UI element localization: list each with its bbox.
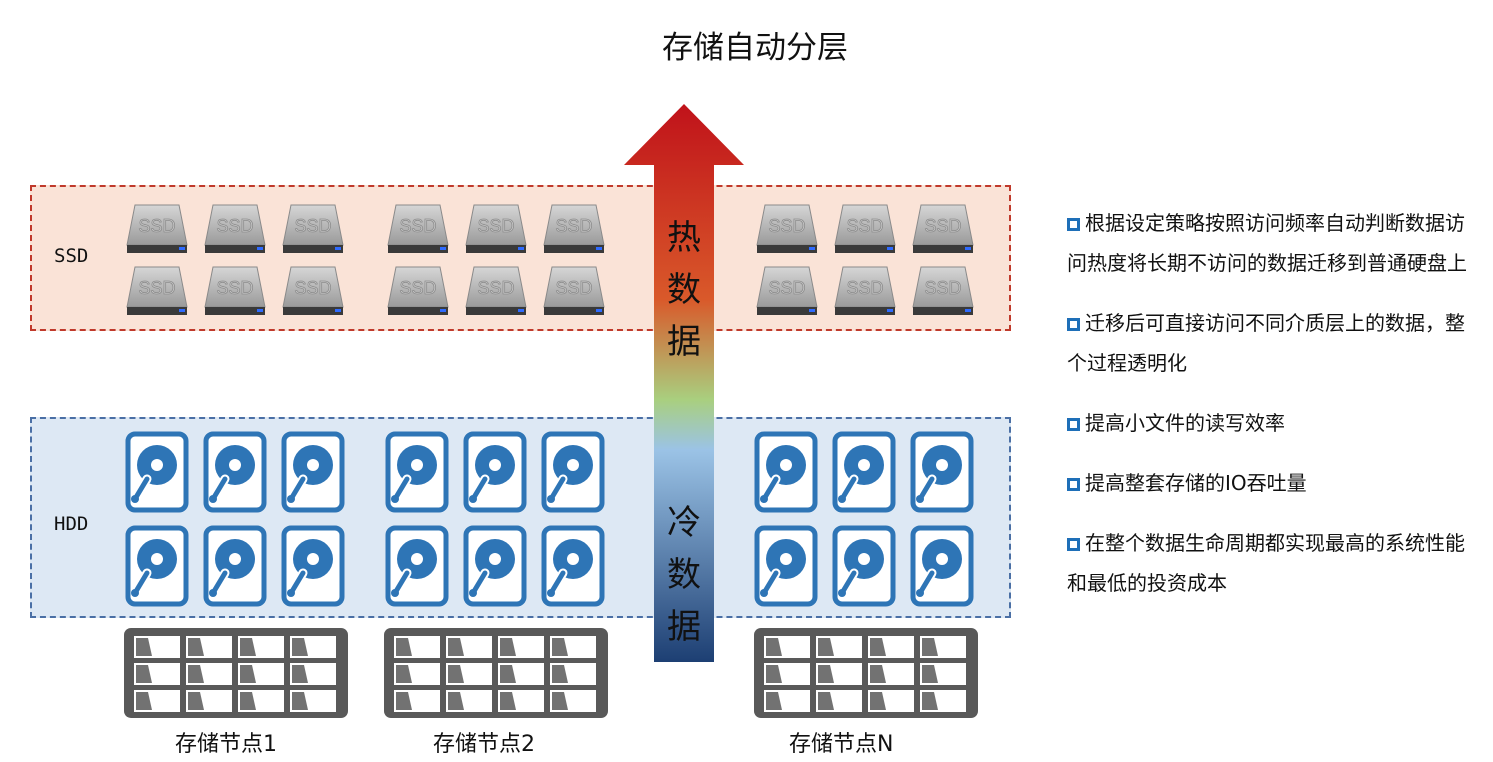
svg-text:SSD: SSD bbox=[924, 278, 961, 298]
square-bullet-icon bbox=[1067, 478, 1080, 491]
hdd-drive-icon bbox=[385, 525, 449, 607]
square-bullet-icon bbox=[1067, 418, 1080, 431]
ssd-drive-icon: SSD bbox=[281, 201, 345, 261]
storage-node-n bbox=[754, 628, 978, 722]
svg-text:SSD: SSD bbox=[477, 216, 514, 236]
svg-text:SSD: SSD bbox=[216, 216, 253, 236]
svg-text:SSD: SSD bbox=[399, 278, 436, 298]
hdd-drive-icon bbox=[281, 525, 345, 607]
hdd-tier: HDD bbox=[30, 417, 1011, 618]
svg-text:SSD: SSD bbox=[399, 216, 436, 236]
feature-item-5: 在整个数据生命周期都实现最高的系统性能和最低的投资成本 bbox=[1067, 531, 1465, 595]
ssd-group-2: SSD SSD SSD SSD SSD SSD bbox=[386, 201, 606, 323]
ssd-drive-icon: SSD bbox=[464, 201, 528, 261]
storage-node-1 bbox=[124, 628, 348, 722]
hdd-drive-icon bbox=[754, 431, 818, 513]
ssd-drive-icon: SSD bbox=[833, 263, 897, 323]
ssd-group-3: SSD SSD SSD SSD SSD SSD bbox=[755, 201, 975, 323]
hdd-drive-icon bbox=[463, 431, 527, 513]
ssd-drive-icon: SSD bbox=[755, 263, 819, 323]
square-bullet-icon bbox=[1067, 538, 1080, 551]
ssd-drive-icon: SSD bbox=[911, 263, 975, 323]
svg-text:SSD: SSD bbox=[846, 216, 883, 236]
hdd-drive-icon bbox=[203, 525, 267, 607]
hdd-drive-icon bbox=[203, 431, 267, 513]
feature-item-4: 提高整套存储的IO吞吐量 bbox=[1067, 463, 1467, 503]
ssd-drive-icon: SSD bbox=[911, 201, 975, 261]
ssd-group-1: SSD SSD SSD SSD SSD SSD bbox=[125, 201, 345, 323]
svg-text:SSD: SSD bbox=[294, 278, 331, 298]
hdd-drive-icon bbox=[281, 431, 345, 513]
diagram-title: 存储自动分层 bbox=[662, 30, 848, 66]
hdd-drive-icon bbox=[910, 431, 974, 513]
ssd-drive-icon: SSD bbox=[281, 263, 345, 323]
svg-text:SSD: SSD bbox=[768, 278, 805, 298]
ssd-drive-icon: SSD bbox=[464, 263, 528, 323]
svg-text:SSD: SSD bbox=[768, 216, 805, 236]
svg-text:SSD: SSD bbox=[138, 278, 175, 298]
svg-text:SSD: SSD bbox=[138, 216, 175, 236]
svg-text:SSD: SSD bbox=[555, 278, 592, 298]
svg-text:SSD: SSD bbox=[924, 216, 961, 236]
hdd-drive-icon bbox=[125, 525, 189, 607]
ssd-tier-label: SSD bbox=[54, 245, 89, 267]
hdd-drive-icon bbox=[832, 431, 896, 513]
storage-node-2 bbox=[384, 628, 608, 722]
hot-cold-arrow bbox=[624, 104, 744, 662]
ssd-drive-icon: SSD bbox=[833, 201, 897, 261]
ssd-drive-icon: SSD bbox=[386, 201, 450, 261]
feature-list: 根据设定策略按照访问频率自动判断数据访问热度将长期不访问的数据迁移到普通硬盘上 … bbox=[1067, 203, 1467, 623]
feature-item-3: 提高小文件的读写效率 bbox=[1067, 403, 1467, 443]
square-bullet-icon bbox=[1067, 218, 1080, 231]
hdd-drive-icon bbox=[541, 431, 605, 513]
hdd-drive-icon bbox=[754, 525, 818, 607]
storage-node-1-label: 存储节点1 bbox=[175, 732, 277, 757]
feature-item-1: 根据设定策略按照访问频率自动判断数据访问热度将长期不访问的数据迁移到普通硬盘上 bbox=[1067, 211, 1467, 275]
svg-text:SSD: SSD bbox=[477, 278, 514, 298]
hdd-drive-icon bbox=[463, 525, 527, 607]
svg-text:SSD: SSD bbox=[216, 278, 253, 298]
hdd-tier-label: HDD bbox=[54, 513, 89, 535]
hdd-drive-icon bbox=[832, 525, 896, 607]
hdd-drive-icon bbox=[125, 431, 189, 513]
ssd-drive-icon: SSD bbox=[125, 263, 189, 323]
square-bullet-icon bbox=[1067, 318, 1080, 331]
svg-text:SSD: SSD bbox=[555, 216, 592, 236]
ssd-drive-icon: SSD bbox=[203, 263, 267, 323]
storage-node-2-label: 存储节点2 bbox=[433, 732, 535, 757]
hdd-drive-icon bbox=[385, 431, 449, 513]
hdd-drive-icon bbox=[541, 525, 605, 607]
ssd-drive-icon: SSD bbox=[125, 201, 189, 261]
svg-text:SSD: SSD bbox=[294, 216, 331, 236]
hdd-drive-icon bbox=[910, 525, 974, 607]
feature-item-2: 迁移后可直接访问不同介质层上的数据，整个过程透明化 bbox=[1067, 311, 1465, 375]
hdd-group-1 bbox=[125, 431, 345, 607]
ssd-drive-icon: SSD bbox=[386, 263, 450, 323]
ssd-drive-icon: SSD bbox=[542, 201, 606, 261]
ssd-drive-icon: SSD bbox=[542, 263, 606, 323]
ssd-drive-icon: SSD bbox=[755, 201, 819, 261]
hdd-group-2 bbox=[385, 431, 605, 607]
hot-data-label: 热数据 bbox=[667, 218, 701, 362]
svg-text:SSD: SSD bbox=[846, 278, 883, 298]
hdd-group-3 bbox=[754, 431, 974, 607]
storage-node-n-label: 存储节点N bbox=[789, 732, 894, 757]
cold-data-label: 冷数据 bbox=[667, 503, 701, 647]
ssd-drive-icon: SSD bbox=[203, 201, 267, 261]
